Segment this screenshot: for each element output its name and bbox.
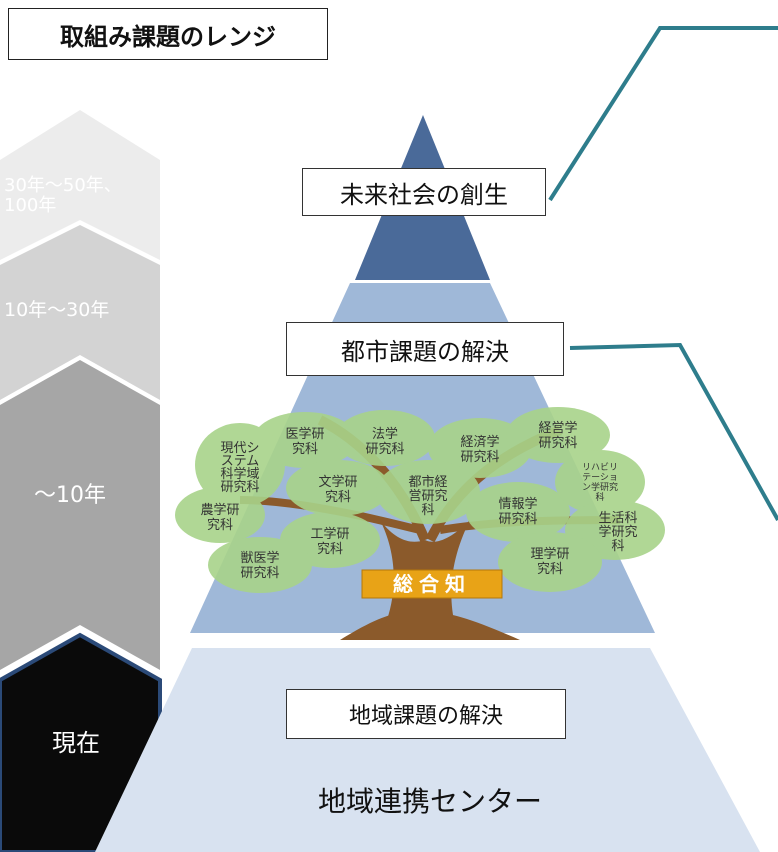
dept-label: 理学研究科	[530, 546, 569, 577]
dept-label: 情報学研究科	[498, 496, 537, 527]
connector-line-middle	[569, 342, 778, 521]
trunk-label: 総合知	[393, 572, 471, 596]
timeline-chevron-10y	[0, 360, 160, 670]
connector-line-top	[548, 26, 778, 202]
timeline-chevron-50y	[0, 110, 160, 260]
dept-label: 生活科学研究科	[598, 511, 637, 554]
tree-foliage	[175, 407, 665, 593]
knowledge-tree: 医学研究科 法学研究科 経済学研究科 経営学研究科 現代システム科学域研究科 文…	[175, 407, 665, 640]
dept-label: 工学研究科	[310, 526, 349, 557]
dept-label: 医学研究科	[285, 426, 324, 457]
bottom-layer-label: 地域課題の解決	[286, 689, 566, 739]
timeline-label-30y: 10年〜30年	[4, 299, 110, 321]
dept-label: 農学研究科	[200, 502, 239, 533]
dept-label: 法学研究科	[365, 426, 404, 457]
dept-label: 現代システム科学域研究科	[220, 441, 259, 495]
regional-center-label: 地域連携センター	[317, 785, 542, 818]
dept-label: リハビリテーション学研究科	[582, 462, 618, 503]
tree-roots	[340, 611, 520, 640]
timeline-label-10y: 〜10年	[34, 483, 106, 508]
middle-layer-label: 都市課題の解決	[286, 322, 564, 376]
timeline-label-now: 現在	[52, 729, 100, 757]
timeline-label-50y: 30年〜50年、 100年	[4, 175, 122, 216]
trunk-label-box	[361, 569, 503, 599]
dept-label: 獣医学研究科	[240, 550, 279, 581]
dept-label: 経営学研究科	[538, 420, 577, 451]
pyramid-bottom-layer	[95, 648, 760, 852]
page-title-text: 取組み課題のレンジ	[60, 22, 276, 51]
dept-label: 文学研究科	[318, 474, 357, 505]
dept-label: 都市経営研究科	[408, 474, 447, 518]
top-layer-label: 未来社会の創生	[302, 168, 546, 216]
department-labels: 医学研究科 法学研究科 経済学研究科 経営学研究科 現代システム科学域研究科 文…	[200, 420, 637, 581]
page-title: 取組み課題のレンジ	[8, 8, 328, 60]
timeline-chevron-30y	[0, 225, 160, 400]
dept-label: 経済学研究科	[460, 434, 499, 465]
